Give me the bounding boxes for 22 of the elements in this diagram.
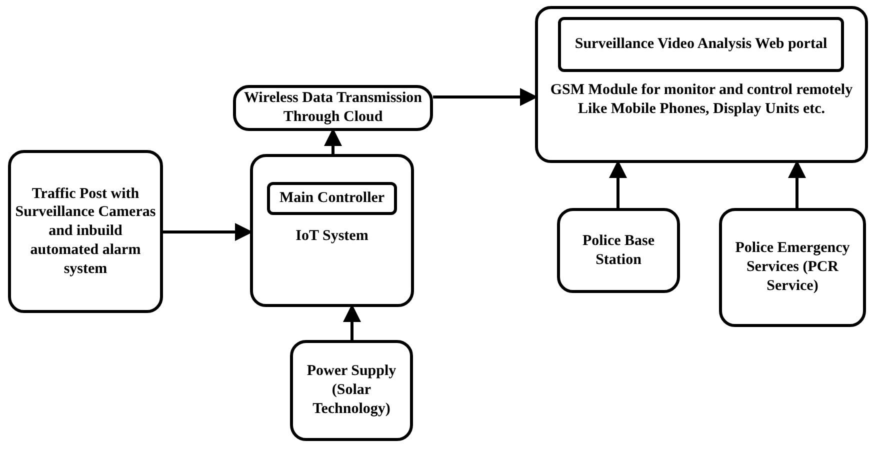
process-box xyxy=(535,6,868,163)
arrow xyxy=(324,128,342,154)
process-box xyxy=(719,208,866,327)
arrow xyxy=(788,160,806,208)
node-text: Police Base Station xyxy=(581,232,656,270)
inner-box xyxy=(267,182,397,215)
node-text: Power Supply (Solar Technology) xyxy=(306,362,398,419)
arrow xyxy=(343,304,361,340)
process-box xyxy=(290,340,413,441)
process-box xyxy=(250,154,414,307)
node-text: IoT System xyxy=(294,227,370,246)
node-text: Police Emergency Services (PCR Service) xyxy=(734,239,851,296)
node-text: Traffic Post with Surveillance Cameras and inbuild automated alarm system xyxy=(14,184,157,278)
node-text: GSM Module for monitor and control remotely Like Mobile Phones, Display Units etc. xyxy=(549,81,854,118)
inner-box xyxy=(558,17,844,72)
node-text: Main Controller xyxy=(278,189,386,208)
arrow xyxy=(609,160,627,208)
process-box xyxy=(557,208,680,293)
process-box xyxy=(8,150,163,313)
node-text: Surveillance Video Analysis Web portal xyxy=(574,35,828,54)
node-text: Wireless Data Transmission Through Cloud xyxy=(242,89,424,127)
process-box xyxy=(233,85,433,131)
